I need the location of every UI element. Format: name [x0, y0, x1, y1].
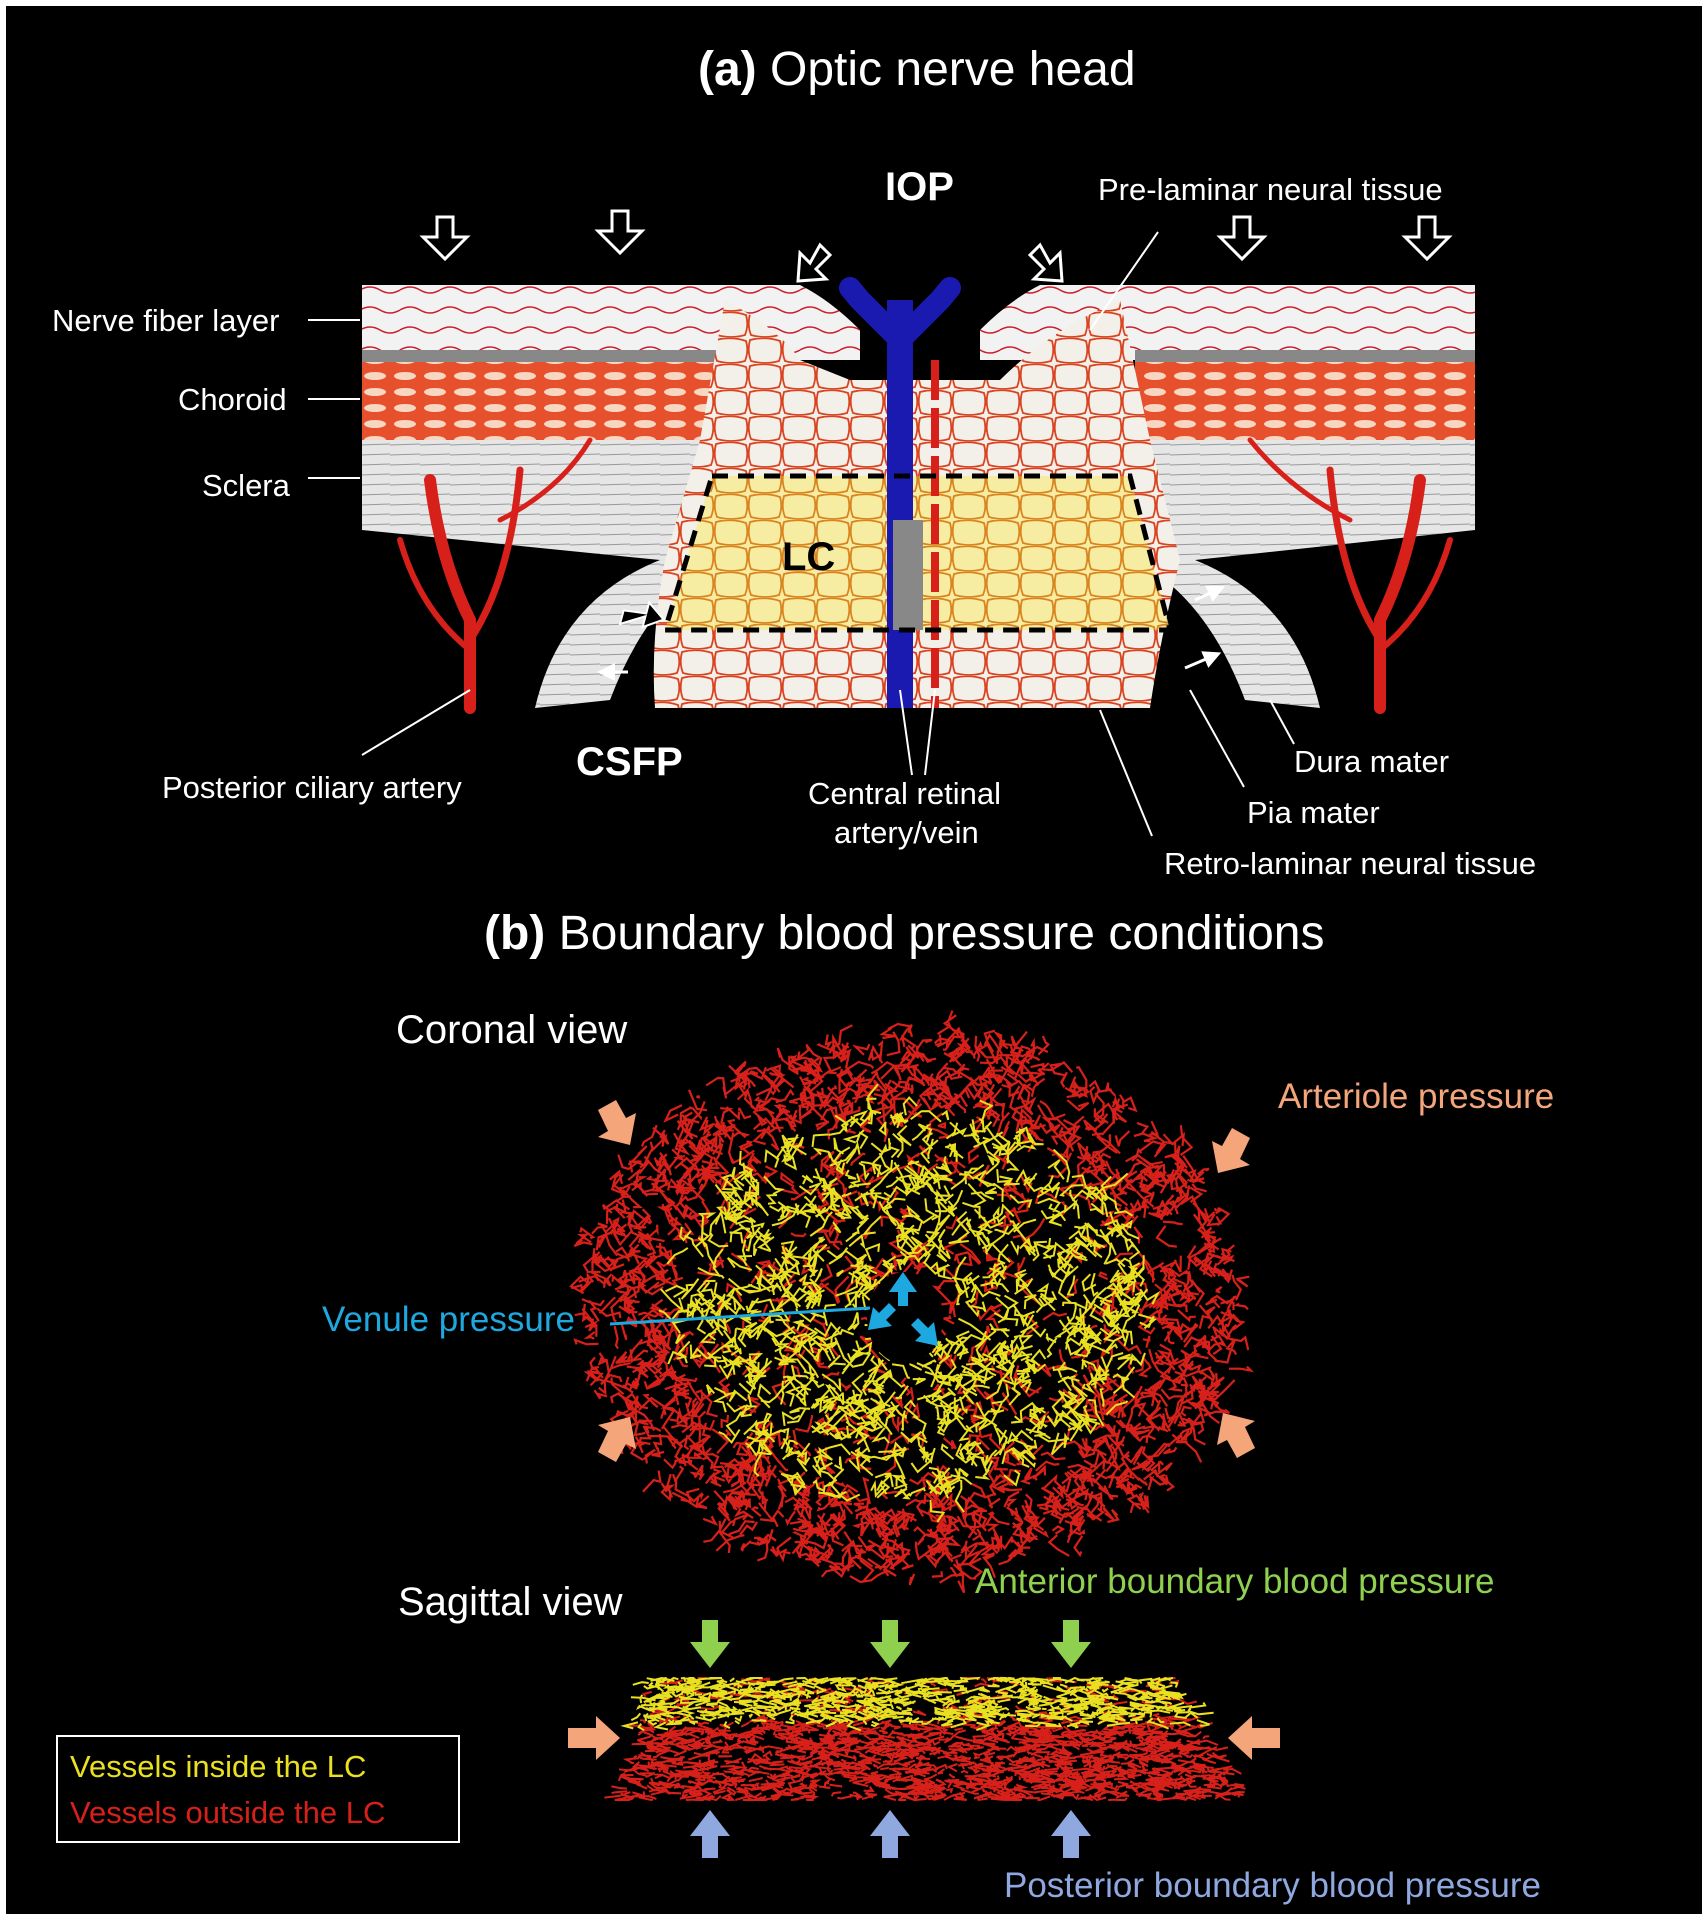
legend: Vessels inside the LC Vessels outside th… — [56, 1735, 460, 1843]
leader-lines — [308, 231, 1295, 837]
venule-arrows — [868, 1272, 938, 1346]
sclera-right — [1135, 440, 1475, 708]
pre-laminar-label: Pre-laminar neural tissue — [1098, 172, 1443, 207]
sagittal-vessels-inside — [620, 1676, 1214, 1732]
dura-mater-label: Dura mater — [1294, 744, 1450, 779]
panel-a-title: (a) Optic nerve head — [698, 43, 1136, 96]
coronal-view-label: Coronal view — [396, 1008, 628, 1052]
lc-label: LC — [782, 535, 836, 579]
posterior-pressure-label: Posterior boundary blood pressure — [1004, 1866, 1541, 1905]
posterior-ciliary-artery-label: Posterior ciliary artery — [162, 770, 462, 805]
csfp-arrows — [597, 585, 1226, 681]
posterior-ciliary-artery-right — [1247, 437, 1453, 714]
coronal-network — [569, 1010, 1255, 1594]
choroid-label: Choroid — [178, 382, 287, 417]
iop-arrows — [419, 209, 1453, 283]
sagittal-view-label: Sagittal view — [398, 1580, 623, 1624]
panel-b-title: (b) Boundary blood pressure conditions — [484, 907, 1325, 960]
anterior-arrows — [690, 1620, 1091, 1668]
central-retinal-label-2: artery/vein — [834, 815, 979, 850]
sagittal-network — [604, 1676, 1246, 1802]
sclera-label: Sclera — [202, 468, 290, 503]
venule-pressure-label: Venule pressure — [322, 1300, 575, 1339]
central-vessel-segment — [893, 520, 923, 630]
posterior-ciliary-artery-left — [397, 437, 593, 714]
retro-laminar-label: Retro-laminar neural tissue — [1164, 846, 1537, 881]
sclera-left — [362, 440, 720, 708]
venule-leader-line — [609, 1306, 871, 1326]
choroid-right — [1135, 360, 1475, 440]
iop-label: IOP — [885, 165, 954, 209]
csfp-label: CSFP — [576, 740, 683, 784]
central-retinal-label-1: Central retinal — [808, 776, 1001, 811]
arteriole-arrows — [568, 1100, 1280, 1760]
pia-mater-label: Pia mater — [1247, 795, 1380, 830]
nerve-fiber-layer-label: Nerve fiber layer — [52, 303, 280, 338]
anterior-pressure-label: Anterior boundary blood pressure — [975, 1562, 1495, 1601]
lc-boundary — [661, 473, 1174, 633]
arteriole-pressure-label: Arteriole pressure — [1278, 1077, 1555, 1116]
legend-outside: Vessels outside the LC — [70, 1795, 386, 1830]
legend-inside: Vessels inside the LC — [70, 1749, 367, 1784]
posterior-arrows — [690, 1810, 1091, 1858]
choroid-left — [362, 360, 722, 440]
coronal-vessels-inside — [658, 1083, 1161, 1523]
